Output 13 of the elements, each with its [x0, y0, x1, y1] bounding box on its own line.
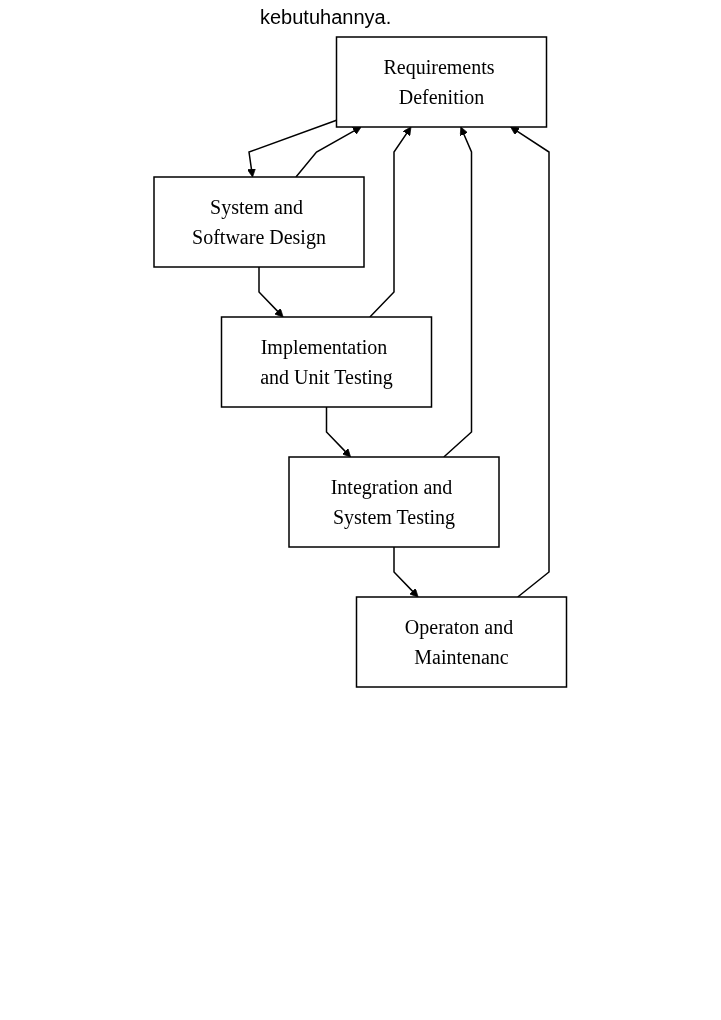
- note-text: kebutuhannya.: [260, 6, 393, 29]
- arrow: [369, 126, 412, 318]
- node-box: System and Software Design: [153, 176, 365, 268]
- arrow: [510, 126, 550, 598]
- arrow: [258, 266, 284, 318]
- node-box: Integration and System Testing: [288, 456, 500, 548]
- node-box: Requirements Defenition: [336, 36, 548, 128]
- arrow: [393, 546, 419, 598]
- arrow: [326, 406, 352, 458]
- arrow: [295, 126, 362, 178]
- arrow: [443, 126, 473, 458]
- node-box: Implementation and Unit Testing: [221, 316, 433, 408]
- node-box: Operaton and Maintenanc: [356, 596, 568, 688]
